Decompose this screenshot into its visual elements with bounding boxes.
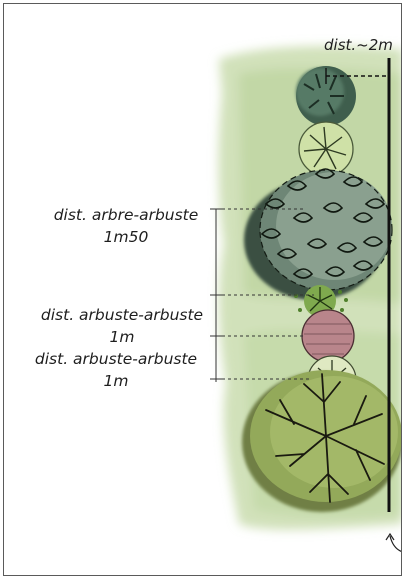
edge-distance-label: dist.~2m bbox=[324, 34, 393, 56]
shrub-shrub-distance-label-1: dist. arbuste-arbuste 1m bbox=[22, 304, 222, 348]
planting-diagram bbox=[4, 4, 402, 576]
shrub-shrub-distance-label-2: dist. arbuste-arbuste 1m bbox=[16, 348, 216, 392]
tree-shrub-distance-label: dist. arbre-arbuste 1m50 bbox=[26, 204, 226, 248]
tree-shrub-distance-value: 1m50 bbox=[26, 226, 226, 248]
diagram-frame: dist.~2m dist. arbre-arbuste 1m50 dist. … bbox=[3, 3, 402, 576]
shrub-shrub-distance-title-2: dist. arbuste-arbuste bbox=[16, 348, 216, 370]
shrub-shrub-distance-value-2: 1m bbox=[16, 370, 216, 392]
curved-arrow-icon bbox=[386, 534, 402, 552]
light-shrub bbox=[299, 122, 353, 176]
tree-shrub-distance-title: dist. arbre-arbuste bbox=[26, 204, 226, 226]
pink-shrub bbox=[302, 310, 354, 362]
shrub-shrub-distance-value-1: 1m bbox=[22, 326, 222, 348]
shrub-shrub-distance-title-1: dist. arbuste-arbuste bbox=[22, 304, 222, 326]
